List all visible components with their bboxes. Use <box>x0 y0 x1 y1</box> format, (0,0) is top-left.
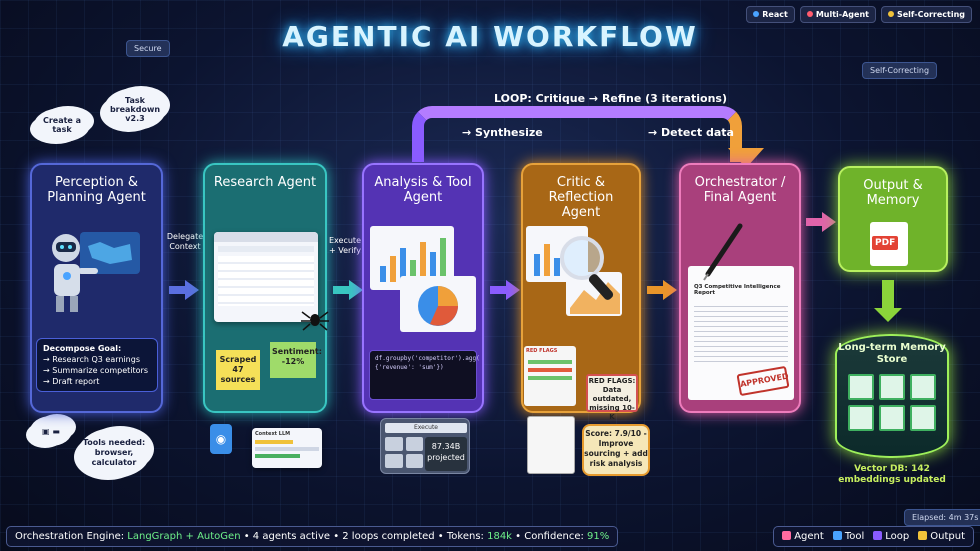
pdf-icon: PDF <box>870 222 908 266</box>
vector-db-caption: Vector DB: 142 embeddings updated <box>826 464 958 486</box>
react-icon <box>753 11 759 17</box>
llm-context-card: Context LLM <box>252 428 322 468</box>
legend-tool: Tool <box>833 531 864 542</box>
agent-title: Critic & Reflection Agent <box>531 175 631 220</box>
document-icon <box>879 405 905 431</box>
chip-self-correcting: Self-Correcting <box>862 62 937 79</box>
loop-icon <box>873 531 882 540</box>
thought-cloud-tools: Tools needed: browser, calculator <box>78 428 150 478</box>
down-arrow <box>882 280 894 310</box>
sticky-scraped: Scraped 47 sources <box>216 350 260 390</box>
flow-arrow-5 <box>806 212 836 232</box>
document-icon <box>910 374 936 400</box>
page-title: AGENTIC AI WORKFLOW <box>0 20 980 53</box>
magnifier-chart-icon <box>526 224 636 324</box>
document-icon <box>848 374 874 400</box>
red-flags-checklist: RED FLAGS <box>524 346 576 406</box>
legend-output: Output <box>918 531 965 542</box>
calculator-icon: Execute 87.34B projected <box>380 418 470 474</box>
elapsed-time: Elapsed: 4m 37s <box>904 509 980 526</box>
memory-documents <box>848 374 936 431</box>
document-icon <box>910 405 936 431</box>
output-icon <box>918 531 927 540</box>
thought-cloud-tools-icon: ▣ ▬ <box>30 416 72 446</box>
multi-agent-icon <box>807 11 813 17</box>
tool-icon <box>833 531 842 540</box>
robot-icon <box>40 226 152 316</box>
legend-agent: Agent <box>782 531 824 542</box>
thought-cloud-breakdown: Task breakdown v2.3 <box>104 88 166 130</box>
status-footer: Orchestration Engine: LangGraph + AutoGe… <box>6 526 618 547</box>
decompose-goal-box: Decompose Goal: → Research Q3 earnings →… <box>36 338 158 392</box>
loop-sub-synthesize: → Synthesize <box>462 126 543 139</box>
legend-loop: Loop <box>873 531 909 542</box>
agent-title: Perception & Planning Agent <box>40 175 153 205</box>
sticky-sentiment: Sentiment: -12% <box>270 342 316 378</box>
document-icon <box>879 374 905 400</box>
flow-arrow-1 <box>169 280 199 300</box>
toolbox-icon: ▣ ▬ <box>42 427 60 436</box>
pen-icon <box>700 222 746 282</box>
document-icon <box>848 405 874 431</box>
agent-title: Analysis & Tool Agent <box>372 175 474 205</box>
thought-cloud-task: Create a task <box>34 108 90 142</box>
audio-icon: ◉ <box>210 424 232 454</box>
agent-title: Orchestrator / Final Agent <box>689 175 791 205</box>
flow-arrow-4 <box>647 280 677 300</box>
brain-icon <box>782 531 791 540</box>
pie-chart-icon <box>400 276 476 332</box>
flow-arrow-2 <box>333 280 363 300</box>
loop-sub-detect: → Detect data <box>648 126 734 139</box>
agent-title: Research Agent <box>213 175 317 190</box>
spider-icon <box>300 306 330 332</box>
loop-label: LOOP: Critique → Refine (3 iterations) <box>494 92 727 105</box>
memory-store-title: Long-term Memory Store <box>835 342 949 366</box>
arrow-label-execute: Execute + Verify <box>328 236 362 256</box>
checklist-icon <box>527 416 575 474</box>
score-card: Score: 7.9/10 - Improve sourcing + add r… <box>582 424 650 476</box>
self-correcting-icon <box>888 11 894 17</box>
red-flags-badge: RED FLAGS: Data outdated, missing 10-K <box>586 374 638 412</box>
agent-title: Output & Memory <box>848 178 938 208</box>
flow-arrow-3 <box>490 280 520 300</box>
legend: Agent Tool Loop Output <box>773 526 974 547</box>
arrow-label-delegate: Delegate Context <box>166 232 204 252</box>
code-snippet: df.groupby('competitor').agg( {'revenue'… <box>369 350 477 400</box>
